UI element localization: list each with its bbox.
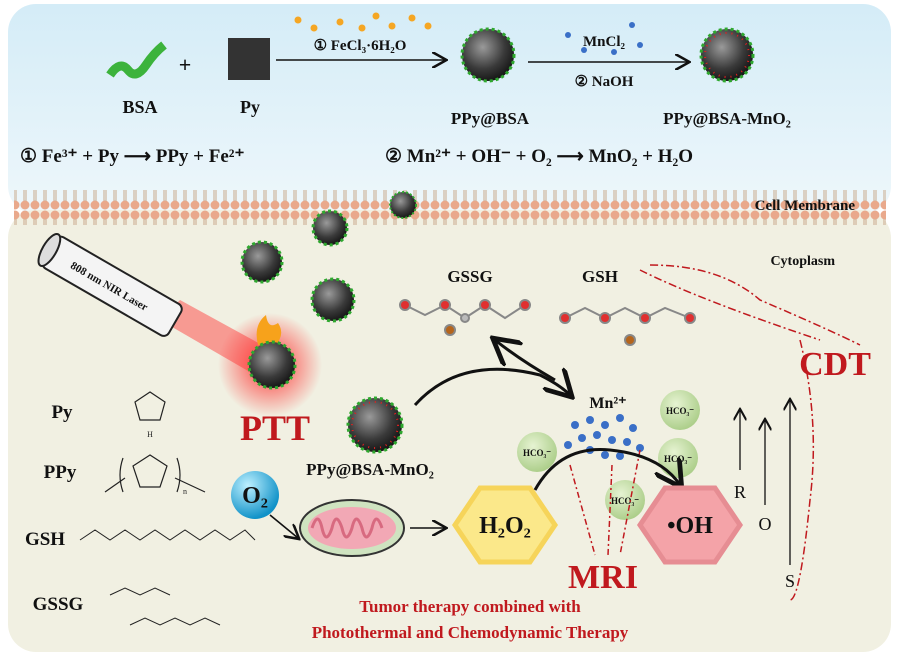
hco3-label: HCO₃⁻ — [666, 406, 694, 416]
step2-reagent-bottom: ② NaOH — [575, 74, 634, 90]
mn-release-arrow — [413, 369, 570, 407]
ppy-bsa-mno2-nanoparticle-icon — [699, 27, 755, 83]
gsh-oxidation-arrow — [495, 340, 556, 382]
bsa-protein-icon — [106, 41, 167, 79]
mn-label: Mn²⁺ — [589, 395, 626, 412]
caption-line-1: Tumor therapy combined with — [359, 597, 581, 616]
legend-gsh-label: GSH — [25, 529, 65, 550]
cdt-dashed-path — [639, 264, 861, 601]
step2-reagent-top: MnCl₂ — [583, 34, 626, 50]
equation-2: ② Mn²⁺ + OH⁻ + O₂ ⟶ MnO₂ + H₂O — [385, 146, 693, 167]
hco3-label: HCO₃⁻ — [611, 496, 639, 506]
mri-dashed-lines — [569, 449, 641, 556]
h2o2-label: H₂O₂ — [479, 513, 531, 539]
pyrrole-structure-icon — [134, 391, 166, 421]
nanoparticle-label: PPy@BSA-MnO₂ — [306, 460, 434, 479]
cell-membrane-label: Cell Membrane — [755, 198, 856, 214]
pyrrole-h: H — [147, 430, 153, 439]
hco3-label: HCO₃⁻ — [523, 448, 551, 458]
oh-hexagon — [636, 485, 744, 565]
hco3-bubble: HCO₃⁻ — [605, 480, 645, 520]
ppy-bsa-mno2-particle — [346, 396, 404, 454]
pyrrole-block-icon — [228, 38, 270, 80]
o2-label: O₂ — [242, 483, 268, 509]
equation-1: ① Fe³⁺ + Py ⟶ PPy + Fe²⁺ — [20, 146, 245, 167]
ros-letter-r: R — [734, 482, 746, 502]
gssg-molecule-icon — [399, 299, 531, 336]
o2-bubble — [231, 471, 279, 519]
entering-nanoparticles — [240, 191, 417, 323]
polypyrrole-structure-icon — [104, 454, 206, 493]
h2o2-hexagon — [451, 485, 559, 565]
ros-letter-o: O — [759, 514, 772, 534]
mno2-dots-icon — [704, 32, 750, 78]
ros-letter-s: S — [785, 571, 795, 591]
gsh-structure-icon — [79, 529, 256, 541]
fenton-arrow — [533, 448, 680, 491]
o2-arrow — [269, 514, 298, 538]
caption-line-2: Photothermal and Chemodynamic Therapy — [312, 623, 629, 642]
cell-membrane — [14, 190, 886, 225]
gssg-label: GSSG — [447, 267, 492, 286]
cytoplasm-label: Cytoplasm — [770, 254, 835, 269]
legend-gssg-label: GSSG — [33, 594, 84, 615]
ppy-bsa-label: PPy@BSA — [451, 109, 530, 128]
hco3-label: HCO₃⁻ — [664, 454, 692, 464]
ptt-label: PTT — [240, 408, 310, 448]
plus-sign: + — [179, 52, 192, 77]
ppy-bsa-nanoparticle-icon — [460, 27, 516, 83]
mitochondrion-icon — [299, 499, 405, 557]
ppy-bsa-mno2-label: PPy@BSA-MnO₂ — [663, 109, 791, 128]
oh-label: •OH — [667, 513, 713, 539]
mri-label: MRI — [568, 559, 638, 596]
fe-ions-icon — [294, 12, 432, 32]
gsh-molecule-icon — [559, 306, 696, 346]
legend-ppy-label: PPy — [44, 462, 77, 483]
mno2-dots — [351, 401, 399, 449]
step1-reagent: ① FeCl₃·6H₂O — [314, 38, 407, 54]
hco3-bubble: HCO₃⁻ — [517, 432, 557, 472]
hco3-bubble: HCO₃⁻ — [658, 438, 698, 478]
bsa-label: BSA — [122, 97, 157, 117]
ppy-n-label: n — [183, 487, 187, 496]
cdt-label: CDT — [799, 346, 871, 383]
hco3-bubble: HCO₃⁻ — [660, 390, 700, 430]
mn-ion-cluster-icon — [564, 414, 644, 460]
py-label: Py — [240, 97, 260, 117]
gssg-structure-icon — [109, 587, 221, 626]
legend-py-label: Py — [51, 402, 73, 423]
mn-ions-icon — [565, 22, 643, 55]
gsh-label: GSH — [582, 267, 618, 286]
